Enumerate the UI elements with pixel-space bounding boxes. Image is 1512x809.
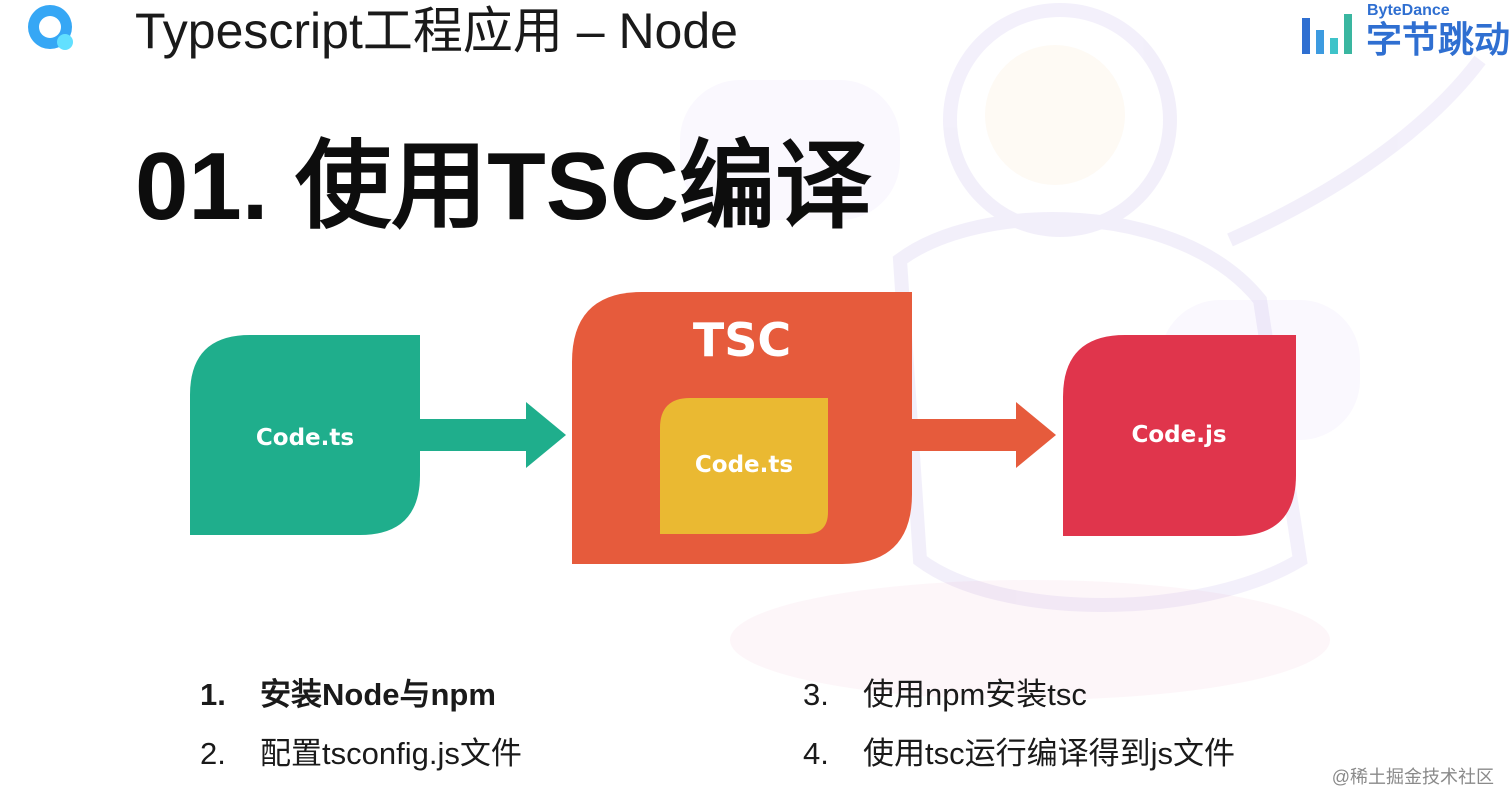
ring-logo-icon: [28, 5, 73, 50]
arrow-in-icon: [420, 402, 566, 468]
step-number: 3.: [803, 677, 829, 712]
step-item: 3. 使用npm安装tsc: [803, 675, 1363, 715]
compiler-box-label: TSC: [693, 313, 791, 367]
step-number: 4.: [803, 736, 829, 771]
bytedance-bars-icon: [1302, 14, 1352, 54]
section-title: 01. 使用TSC编译: [135, 133, 872, 240]
bytedance-logo: ByteDance 字节跳动: [1300, 2, 1512, 60]
brand-name-en: ByteDance: [1367, 2, 1450, 19]
step-text: 使用tsc运行编译得到js文件: [863, 736, 1235, 771]
step-item: 1. 安装Node与npm: [200, 675, 760, 715]
source-box: [190, 335, 420, 535]
brand-name-cn: 字节跳动: [1366, 19, 1511, 60]
arrow-out-icon: [912, 402, 1056, 468]
step-number: 1.: [200, 677, 226, 712]
step-text: 配置tsconfig.js文件: [260, 736, 522, 771]
step-number: 2.: [200, 736, 226, 771]
step-item: 2. 配置tsconfig.js文件: [200, 734, 760, 774]
output-box: [1063, 335, 1296, 536]
source-box-label: Code.ts: [256, 425, 354, 451]
watermark: @稀土掘金技术社区: [1331, 767, 1494, 787]
compiler-inner-label: Code.ts: [695, 452, 793, 478]
step-text: 使用npm安装tsc: [863, 677, 1087, 712]
output-box-label: Code.js: [1131, 422, 1226, 448]
compiler-inner-box: [660, 398, 828, 534]
step-item: 4. 使用tsc运行编译得到js文件: [803, 734, 1363, 774]
step-text: 安装Node与npm: [260, 677, 496, 712]
page-header-title: Typescript工程应用 – Node: [135, 3, 738, 59]
